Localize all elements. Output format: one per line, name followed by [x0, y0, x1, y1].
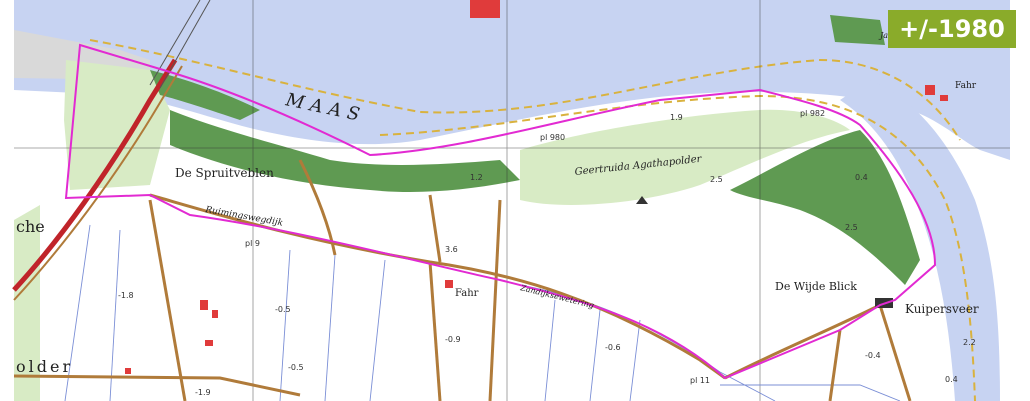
place-label-kuipersveer: Kuipersveer: [905, 302, 979, 316]
elevation-label: 1.9: [670, 113, 683, 122]
elevation-label: -0.4: [865, 351, 881, 360]
benchmark-label: pl 11: [690, 376, 710, 385]
elevation-label: -0.6: [605, 343, 621, 352]
buildings: [125, 0, 948, 374]
year-badge: +/-1980: [888, 10, 1016, 48]
ferry-label-right: Fahr: [955, 81, 977, 91]
elevation-label: 2.5: [845, 223, 858, 232]
elevation-label: -0.5: [275, 305, 291, 314]
meadow-geertruida: [520, 109, 850, 205]
roads: [13, 159, 912, 401]
elevation-label: 2.5: [710, 175, 723, 184]
elevation-label: -0.9: [445, 335, 461, 344]
elevation-label: -1.9: [195, 388, 211, 397]
forest-east: [730, 130, 920, 285]
elevation-label: -0.5: [288, 363, 304, 372]
forest-northwest: [150, 70, 260, 120]
bridge: [149, 0, 211, 89]
place-label-wijde-blick: De Wijde Blick: [775, 280, 857, 293]
benchmark-label: pl 982: [800, 109, 825, 118]
river-maas: [14, 0, 1010, 160]
river-bend-east: [840, 80, 1000, 401]
elevation-label: 1.2: [470, 173, 483, 182]
meadow-south-west: [14, 205, 40, 401]
place-label-older: older: [16, 357, 73, 376]
map-grid: [14, 0, 1010, 401]
ferry-label-center: Fahr: [455, 288, 479, 299]
place-label-che: che: [16, 217, 45, 236]
elevation-label: 0.4: [945, 375, 958, 384]
study-area-boundary: [64, 43, 937, 380]
forest-riverbank: [170, 110, 520, 192]
elevation-label: 3.6: [445, 245, 458, 254]
meadow-west: [64, 60, 170, 190]
benchmark-label: pl 9: [245, 239, 260, 248]
benchmark-label: pl 980: [540, 133, 565, 142]
elevation-label: 0.4: [855, 173, 868, 182]
elevation-label: 2.2: [963, 338, 976, 347]
forest-jachthaven: [830, 15, 885, 45]
place-label-spruitveblen: De Spruitveblen: [175, 166, 274, 180]
highway-shoulder: [13, 65, 183, 301]
elevation-label: -1.8: [118, 291, 134, 300]
fairway-line-north: [89, 39, 961, 141]
